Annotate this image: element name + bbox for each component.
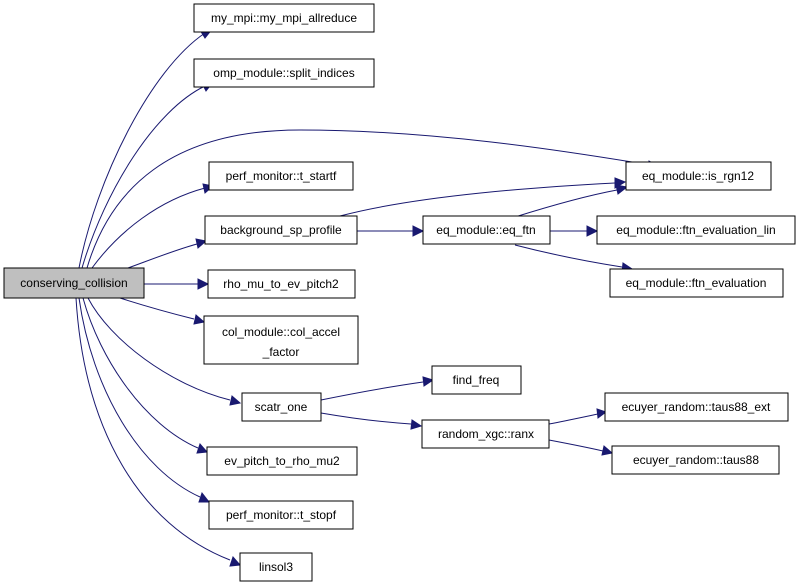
- node-label: perf_monitor::t_startf: [226, 169, 337, 183]
- edge-arrowhead: [193, 314, 206, 325]
- edge-arrowhead: [229, 395, 242, 406]
- node-taus88-ext[interactable]: ecuyer_random::taus88_ext: [604, 392, 789, 422]
- node-ev-pitch-to-rho-mu2[interactable]: ev_pitch_to_rho_mu2: [206, 446, 358, 476]
- node-scatr-one[interactable]: scatr_one: [241, 392, 322, 422]
- node-label: eq_module::is_rgn12: [642, 169, 754, 183]
- edge-conserving-to-split-indices: [81, 85, 206, 269]
- edge-arrowhead: [198, 491, 211, 503]
- edge-arrowhead: [422, 376, 435, 387]
- node-label: omp_module::split_indices: [213, 66, 354, 80]
- edge-arrowhead: [596, 408, 608, 419]
- edge-conserving-to-col-accel: [119, 297, 195, 320]
- node-label: rho_mu_to_ev_pitch2: [223, 277, 339, 291]
- edge-arrowhead: [197, 278, 210, 290]
- edge-arrowhead: [601, 445, 614, 456]
- node-ftn-evaluation-lin[interactable]: eq_module::ftn_evaluation_lin: [596, 215, 796, 245]
- edge-conserving-to-ev-pitch: [82, 297, 199, 449]
- edge-arrowhead: [615, 184, 629, 195]
- edge-arrowhead: [195, 238, 208, 249]
- node-label: conserving_collision: [20, 276, 127, 290]
- edge-conserving-to-scatr-one: [87, 297, 231, 401]
- node-label: ev_pitch_to_rho_mu2: [224, 454, 340, 468]
- edge-arrowhead: [229, 556, 242, 567]
- edge-ranx-to-taus88: [548, 439, 604, 452]
- node-label-line2: _factor: [262, 345, 300, 359]
- edge-conserving-to-background-sp-profile: [127, 243, 198, 269]
- node-taus88[interactable]: ecuyer_random::taus88: [611, 445, 780, 475]
- node-col-accel-factor[interactable]: col_module::col_accel _factor: [203, 315, 359, 365]
- edge-ranx-to-taus88-ext: [548, 413, 599, 425]
- node-split-indices[interactable]: omp_module::split_indices: [193, 58, 375, 88]
- node-find-freq[interactable]: find_freq: [431, 365, 522, 395]
- edge-arrowhead: [412, 225, 425, 237]
- node-label: eq_module::ftn_evaluation: [626, 276, 767, 290]
- node-linsol3[interactable]: linsol3: [239, 552, 313, 582]
- node-label: random_xgc::ranx: [438, 427, 534, 441]
- edge-conserving-to-t-startf: [91, 187, 206, 269]
- edge-scatr-one-to-ranx: [320, 412, 412, 425]
- node-ftn-evaluation[interactable]: eq_module::ftn_evaluation: [609, 268, 784, 298]
- node-label: my_mpi::my_mpi_allreduce: [211, 11, 357, 25]
- edge-conserving-to-t-stopf: [78, 297, 201, 498]
- node-conserving-collision[interactable]: conserving_collision: [3, 267, 145, 299]
- node-is-rgn12[interactable]: eq_module::is_rgn12: [625, 161, 772, 191]
- node-t-startf[interactable]: perf_monitor::t_startf: [208, 161, 354, 191]
- edge-background-to-is-rgn12: [339, 182, 616, 217]
- edges: [75, 27, 660, 567]
- node-t-stopf[interactable]: perf_monitor::t_stopf: [208, 500, 354, 530]
- node-ranx[interactable]: random_xgc::ranx: [421, 419, 550, 449]
- edge-conserving-to-linsol3: [75, 297, 231, 561]
- node-label: linsol3: [259, 560, 293, 574]
- edge-arrowhead: [196, 443, 209, 454]
- node-my-mpi-allreduce[interactable]: my_mpi::my_mpi_allreduce: [193, 3, 375, 33]
- edge-eq-ftn-to-is-rgn12: [514, 189, 618, 218]
- node-label: eq_module::ftn_evaluation_lin: [616, 223, 775, 237]
- edge-arrowhead: [586, 225, 599, 237]
- edge-conserving-to-my-mpi-allreduce: [78, 32, 206, 269]
- node-label-line1: col_module::col_accel: [222, 325, 340, 339]
- edge-eq-ftn-to-ftn-evaluation: [514, 244, 623, 268]
- node-label: ecuyer_random::taus88_ext: [622, 400, 771, 414]
- node-background-sp-profile[interactable]: background_sp_profile: [204, 215, 358, 245]
- nodes: conserving_collision my_mpi::my_mpi_allr…: [3, 3, 796, 582]
- node-label: find_freq: [453, 373, 500, 387]
- node-label: perf_monitor::t_stopf: [226, 508, 337, 522]
- node-eq-ftn[interactable]: eq_module::eq_ftn: [422, 215, 551, 245]
- node-label: eq_module::eq_ftn: [436, 223, 535, 237]
- node-rho-mu-to-ev-pitch2[interactable]: rho_mu_to_ev_pitch2: [207, 269, 356, 299]
- edge-scatr-one-to-find-freq: [320, 381, 424, 401]
- node-label: scatr_one: [255, 400, 308, 414]
- node-label: background_sp_profile: [220, 223, 342, 237]
- edge-conserving-to-is-rgn12: [86, 129, 651, 269]
- node-label: ecuyer_random::taus88: [633, 453, 759, 467]
- edge-arrowhead: [410, 419, 423, 430]
